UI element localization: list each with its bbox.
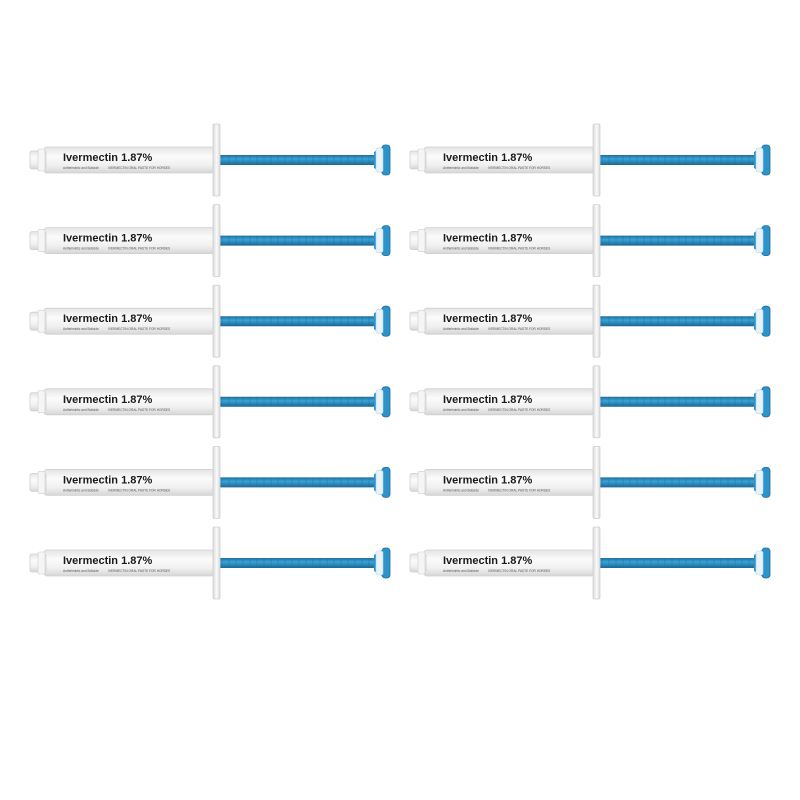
barrel-fine-print: Anthelmintic and Boticide xyxy=(443,327,479,331)
barrel-label: Ivermectin 1.87% xyxy=(443,233,532,245)
syringe-barrel xyxy=(29,388,215,416)
plunger-cap xyxy=(754,225,771,257)
syringe: Ivermectin 1.87% Anthelmintic and Boticid… xyxy=(29,445,391,519)
barrel-fine-print: Anthelmintic and Boticide xyxy=(443,488,479,492)
plunger-rod xyxy=(217,477,375,488)
plunger-rod xyxy=(217,396,375,407)
syringe-barrel xyxy=(29,549,215,577)
barrel-label: Ivermectin 1.87% xyxy=(63,474,152,486)
barrel-fine-print: IVERMECTIN ORAL PASTE FOR HORSES xyxy=(108,408,170,412)
barrel-fine-print: IVERMECTIN ORAL PASTE FOR HORSES xyxy=(488,247,550,251)
barrel-fine-print: Anthelmintic and Boticide xyxy=(63,488,99,492)
barrel-fine-print: IVERMECTIN ORAL PASTE FOR HORSES xyxy=(488,408,550,412)
barrel-fine-print: Anthelmintic and Boticide xyxy=(443,247,479,251)
barrel-flange xyxy=(592,445,601,519)
barrel-fine-print: IVERMECTIN ORAL PASTE FOR HORSES xyxy=(488,569,550,573)
barrel-flange xyxy=(592,204,601,278)
syringe: Ivermectin 1.87% Anthelmintic and Boticid… xyxy=(409,445,771,519)
plunger-rod xyxy=(217,558,375,568)
syringe-barrel xyxy=(409,468,595,496)
barrel-flange xyxy=(592,284,601,358)
syringe: Ivermectin 1.87% Anthelmintic and Boticid… xyxy=(409,365,771,439)
plunger-cap xyxy=(374,466,391,498)
barrel-flange xyxy=(212,284,221,358)
barrel-fine-print: IVERMECTIN ORAL PASTE FOR HORSES xyxy=(488,327,550,331)
barrel-flange xyxy=(212,123,221,197)
barrel-label: Ivermectin 1.87% xyxy=(63,555,152,567)
barrel-fine-print: Anthelmintic and Boticide xyxy=(63,569,99,573)
plunger-cap xyxy=(374,144,391,176)
barrel-fine-print: Anthelmintic and Boticide xyxy=(443,166,479,170)
barrel-fine-print: IVERMECTIN ORAL PASTE FOR HORSES xyxy=(108,166,170,170)
barrel-fine-print: Anthelmintic and Boticide xyxy=(63,327,99,331)
barrel-fine-print: IVERMECTIN ORAL PASTE FOR HORSES xyxy=(108,569,170,573)
syringe: Ivermectin 1.87% Anthelmintic and Boticid… xyxy=(409,284,771,358)
barrel-fine-print: IVERMECTIN ORAL PASTE FOR HORSES xyxy=(108,327,170,331)
plunger-cap xyxy=(754,386,771,418)
barrel-label: Ivermectin 1.87% xyxy=(443,313,532,325)
syringe: Ivermectin 1.87% Anthelmintic and Boticid… xyxy=(409,526,771,600)
syringe-barrel xyxy=(29,146,215,174)
barrel-fine-print: Anthelmintic and Boticide xyxy=(63,247,99,251)
plunger-rod xyxy=(217,235,375,246)
barrel-label: Ivermectin 1.87% xyxy=(443,474,532,486)
plunger-cap xyxy=(374,547,391,579)
barrel-flange xyxy=(592,123,601,197)
plunger-rod xyxy=(597,235,755,246)
syringe-barrel xyxy=(29,227,215,255)
barrel-flange xyxy=(212,365,221,439)
barrel-fine-print: Anthelmintic and Boticide xyxy=(443,569,479,573)
syringe-barrel xyxy=(29,468,215,496)
plunger-rod xyxy=(597,155,755,165)
barrel-flange xyxy=(212,526,221,600)
syringe: Ivermectin 1.87% Anthelmintic and Boticid… xyxy=(29,204,391,278)
plunger-rod xyxy=(217,316,375,327)
plunger-cap xyxy=(754,144,771,176)
barrel-flange xyxy=(592,526,601,600)
barrel-fine-print: Anthelmintic and Boticide xyxy=(443,408,479,412)
barrel-fine-print: IVERMECTIN ORAL PASTE FOR HORSES xyxy=(108,488,170,492)
plunger-cap xyxy=(374,386,391,418)
barrel-label: Ivermectin 1.87% xyxy=(63,233,152,245)
syringe-barrel xyxy=(409,307,595,335)
barrel-label: Ivermectin 1.87% xyxy=(63,313,152,325)
barrel-label: Ivermectin 1.87% xyxy=(63,152,152,164)
syringe: Ivermectin 1.87% Anthelmintic and Boticid… xyxy=(29,284,391,358)
plunger-cap xyxy=(374,225,391,257)
plunger-cap xyxy=(754,466,771,498)
plunger-rod xyxy=(597,396,755,407)
syringe-grid: Ivermectin 1.87% Anthelmintic and Boticid… xyxy=(29,123,771,600)
plunger-cap xyxy=(754,547,771,579)
barrel-fine-print: IVERMECTIN ORAL PASTE FOR HORSES xyxy=(488,166,550,170)
barrel-label: Ivermectin 1.87% xyxy=(443,152,532,164)
barrel-fine-print: IVERMECTIN ORAL PASTE FOR HORSES xyxy=(108,247,170,251)
plunger-rod xyxy=(597,477,755,488)
barrel-flange xyxy=(212,445,221,519)
plunger-cap xyxy=(754,305,771,337)
syringe: Ivermectin 1.87% Anthelmintic and Boticid… xyxy=(29,123,391,197)
plunger-rod xyxy=(217,155,375,165)
syringe: Ivermectin 1.87% Anthelmintic and Boticid… xyxy=(409,123,771,197)
plunger-cap xyxy=(374,305,391,337)
syringe: Ivermectin 1.87% Anthelmintic and Boticid… xyxy=(29,526,391,600)
barrel-fine-print: IVERMECTIN ORAL PASTE FOR HORSES xyxy=(488,488,550,492)
barrel-flange xyxy=(592,365,601,439)
syringe: Ivermectin 1.87% Anthelmintic and Boticid… xyxy=(409,204,771,278)
barrel-fine-print: Anthelmintic and Boticide xyxy=(63,166,99,170)
barrel-flange xyxy=(212,204,221,278)
barrel-label: Ivermectin 1.87% xyxy=(443,555,532,567)
plunger-rod xyxy=(597,558,755,568)
syringe: Ivermectin 1.87% Anthelmintic and Boticid… xyxy=(29,365,391,439)
barrel-label: Ivermectin 1.87% xyxy=(443,394,532,406)
barrel-label: Ivermectin 1.87% xyxy=(63,394,152,406)
barrel-fine-print: Anthelmintic and Boticide xyxy=(63,408,99,412)
plunger-rod xyxy=(597,316,755,327)
